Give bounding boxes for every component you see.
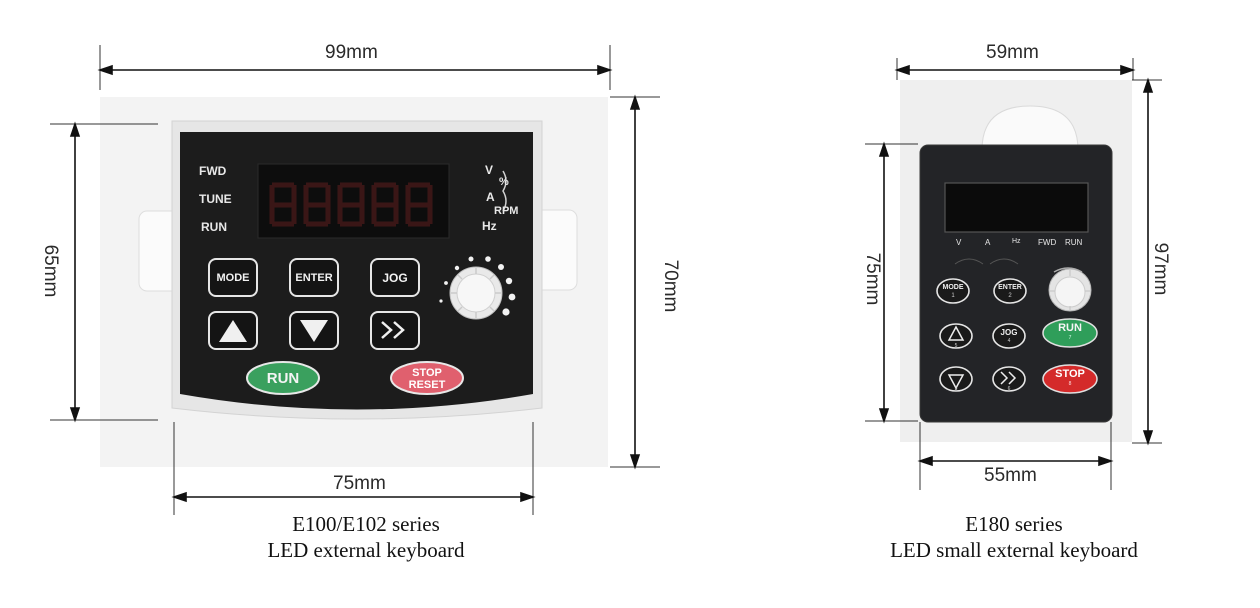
down-triangle-icon [947,374,965,390]
stop-key-oval [1042,364,1098,394]
dim-width-bottom: 55mm [984,465,1037,486]
jog-key[interactable]: JOG [374,262,416,293]
dim-width-top: 99mm [325,42,378,63]
enter-key-frame [289,258,339,297]
caption-description: LED small external keyboard [890,538,1138,562]
stop-key-label: STOP [412,367,442,379]
mode-key[interactable]: MODE 1 [937,281,969,303]
mode-key[interactable]: MODE [212,262,254,293]
caption-series: E180 series [965,512,1063,536]
run-key-oval [1042,318,1098,348]
led-display [257,163,450,239]
enter-key-label: ENTER [998,284,1022,291]
jog-key-frame [370,258,420,297]
up-arrow-icon [219,320,247,342]
shift-chevrons-icon [381,321,405,339]
stop-key-oval [390,361,464,395]
down-key[interactable]: 3 [940,368,972,392]
caption-series: E100/E102 series [292,512,440,536]
mode-key-subscript: 1 [951,293,955,299]
shift-key [370,311,420,350]
e180-keypad-figure: V A Hz FWD RUN MODE 1 ENTER 2 5 JOG 4 RU… [620,0,1260,608]
up-triangle-icon [947,325,965,341]
indicator-fwd: FWD [199,164,227,178]
unit-rpm: RPM [494,205,519,217]
enter-key[interactable]: ENTER 2 [994,281,1026,303]
mode-key-ring [936,278,970,304]
jog-key-label: JOG [382,270,408,285]
e100-keypad-figure: FWD TUNE RUN V % A RPM Hz MODE ENTER JOG… [0,0,681,608]
indicator-tune: TUNE [199,192,232,206]
up-key-subscript: 5 [954,343,958,349]
unit-hz: Hz [482,219,497,233]
indicator-run: RUN [1065,238,1083,247]
stop-key-subscript: 8 [1068,381,1072,387]
shift-key[interactable]: 6 [993,368,1025,392]
run-key[interactable]: RUN 7 [1043,320,1097,346]
shift-key-subscript: 6 [1007,386,1011,392]
unit-v: V [485,163,494,177]
indicator-v: V [956,238,962,247]
jog-key[interactable]: JOG 4 [993,326,1025,348]
mode-key-frame [208,258,258,297]
dim-width-top: 59mm [986,42,1039,63]
run-key-label: RUN [266,369,300,387]
enter-key[interactable]: ENTER [293,262,335,293]
indicator-hz: Hz [1012,238,1021,245]
unit-a: A [486,190,495,204]
shift-chevrons-icon [1000,371,1017,385]
jog-key-subscript: 4 [1007,338,1011,344]
dim-height-left: 65mm [40,244,61,298]
jog-key-ring [992,323,1026,349]
mode-key-label: MODE [216,271,250,284]
mounting-hole [981,105,1079,151]
stop-key[interactable]: STOP 8 [1043,366,1097,392]
enter-key-ring [993,278,1027,304]
indicator-a: A [985,238,991,247]
stop-key-label: STOP [1055,368,1085,380]
stop-reset-key[interactable]: STOP RESET [391,364,463,394]
indicator-run: RUN [201,220,227,234]
mode-key-label: MODE [942,284,964,291]
potentiometer-knob [1048,268,1092,312]
caption-description: LED external keyboard [267,538,465,562]
reset-key-label: RESET [408,379,446,391]
e180-keypad-drawing [865,58,1162,490]
enter-key-label: ENTER [295,271,333,284]
dim-height-left: 75mm [862,252,883,306]
jog-key-label: JOG [1000,328,1018,337]
run-key[interactable]: RUN [247,366,319,390]
run-key-oval [246,361,320,395]
up-key-ring [939,323,973,349]
up-key[interactable]: 5 [940,325,972,349]
run-key-label: RUN [1058,322,1082,334]
down-key-subscript: 3 [954,386,958,392]
dim-height-right: 97mm [1150,242,1171,296]
potentiometer-knob [439,256,516,320]
enter-key-subscript: 2 [1008,293,1012,299]
indicator-row: V A Hz FWD RUN [956,238,1112,250]
down-arrow-icon [300,320,328,342]
run-key-subscript: 7 [1068,335,1072,341]
e100-keypad-drawing [50,45,660,515]
led-display [944,182,1089,233]
dim-width-bottom: 75mm [333,473,386,494]
down-key-ring [939,366,973,392]
indicator-fwd: FWD [1038,238,1057,247]
unit-percent: % [499,176,509,188]
